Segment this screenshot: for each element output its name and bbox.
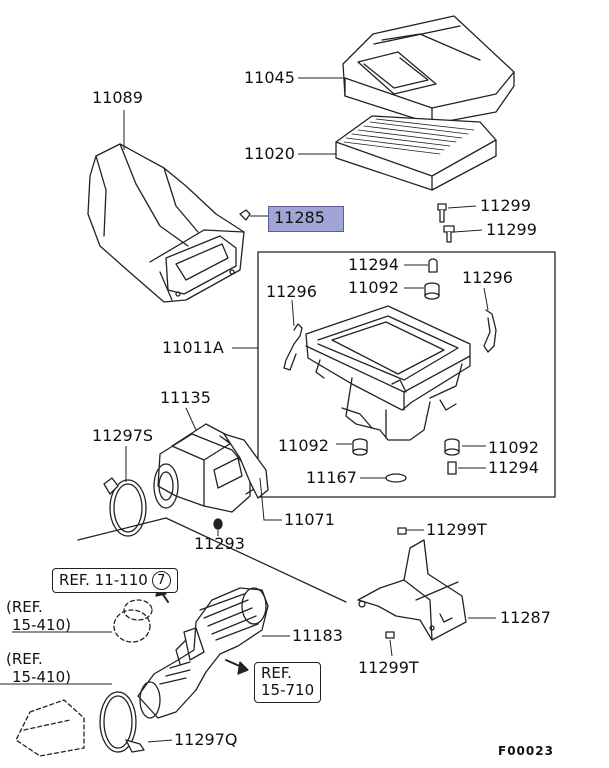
part-label-11020[interactable]: 11020 (244, 144, 295, 163)
part-label-11294-a[interactable]: 11294 (348, 255, 399, 274)
part-label-11294-b[interactable]: 11294 (488, 458, 539, 477)
part-label-11071[interactable]: 11071 (284, 510, 335, 529)
airflow-meter (153, 423, 263, 513)
intake-hose (137, 587, 269, 719)
ref-box-15-710[interactable]: REF. 15-710 (254, 662, 322, 703)
part-label-11092-c[interactable]: 11092 (488, 438, 539, 457)
assembly-box (257, 251, 556, 498)
part-label-11299t-b[interactable]: 11299T (358, 658, 419, 677)
grommets (352, 258, 460, 483)
part-label-11011a[interactable]: 11011A (162, 338, 224, 357)
part-label-11287[interactable]: 11287 (500, 608, 551, 627)
ref-text-line1: REF. (261, 664, 292, 682)
clips-11296 (283, 309, 497, 371)
paren-ref-line2: 15-410) (12, 668, 71, 686)
paren-ref-15-410-b: (REF. 15-410) (6, 650, 71, 686)
part-label-11089[interactable]: 11089 (92, 88, 143, 107)
part-label-11296-a[interactable]: 11296 (266, 282, 317, 301)
part-label-11167[interactable]: 11167 (306, 468, 357, 487)
throttle-body-ghost (15, 599, 153, 757)
highlight-11285 (268, 206, 344, 232)
gasket-11071 (223, 433, 269, 499)
part-label-11297q[interactable]: 11297Q (174, 730, 238, 749)
part-label-11296-b[interactable]: 11296 (462, 268, 513, 287)
bracket-11287 (357, 527, 467, 641)
paren-ref-15-410-a: (REF. 15-410) (6, 598, 71, 634)
part-label-11045[interactable]: 11045 (244, 68, 295, 87)
part-label-11293[interactable]: 11293 (194, 534, 245, 553)
air-cleaner-case (305, 305, 471, 441)
part-label-11092-b[interactable]: 11092 (278, 436, 329, 455)
part-label-11299t-a[interactable]: 11299T (426, 520, 487, 539)
part-label-11299-a[interactable]: 11299 (480, 196, 531, 215)
leader-meter-hose (77, 517, 167, 541)
part-label-11135[interactable]: 11135 (160, 388, 211, 407)
part-label-11183[interactable]: 11183 (292, 626, 343, 645)
part-label-11299-b[interactable]: 11299 (486, 220, 537, 239)
clamp-11297q (99, 691, 145, 753)
paren-ref-line1: (REF. (6, 598, 43, 616)
part-label-11285[interactable]: 11285 (274, 208, 325, 227)
paren-ref-line1: (REF. (6, 650, 43, 668)
part-label-11297s[interactable]: 11297S (92, 426, 154, 445)
nut-11293 (213, 518, 223, 530)
air-cleaner-cover (342, 15, 515, 125)
paren-ref-line2: 15-410) (12, 616, 71, 634)
clamp-11297s (103, 477, 147, 537)
ref-text: REF. 11-110 (59, 571, 148, 589)
air-intake-duct (87, 143, 245, 303)
bolts-11299 (437, 203, 455, 243)
diagram-code: F00023 (498, 744, 554, 758)
ref-text-line2: 15-710 (261, 681, 315, 700)
ref-circle-number: 7 (151, 571, 171, 590)
clip-11285 (239, 209, 251, 221)
air-filter-element (335, 115, 497, 191)
part-label-11092-a[interactable]: 11092 (348, 278, 399, 297)
